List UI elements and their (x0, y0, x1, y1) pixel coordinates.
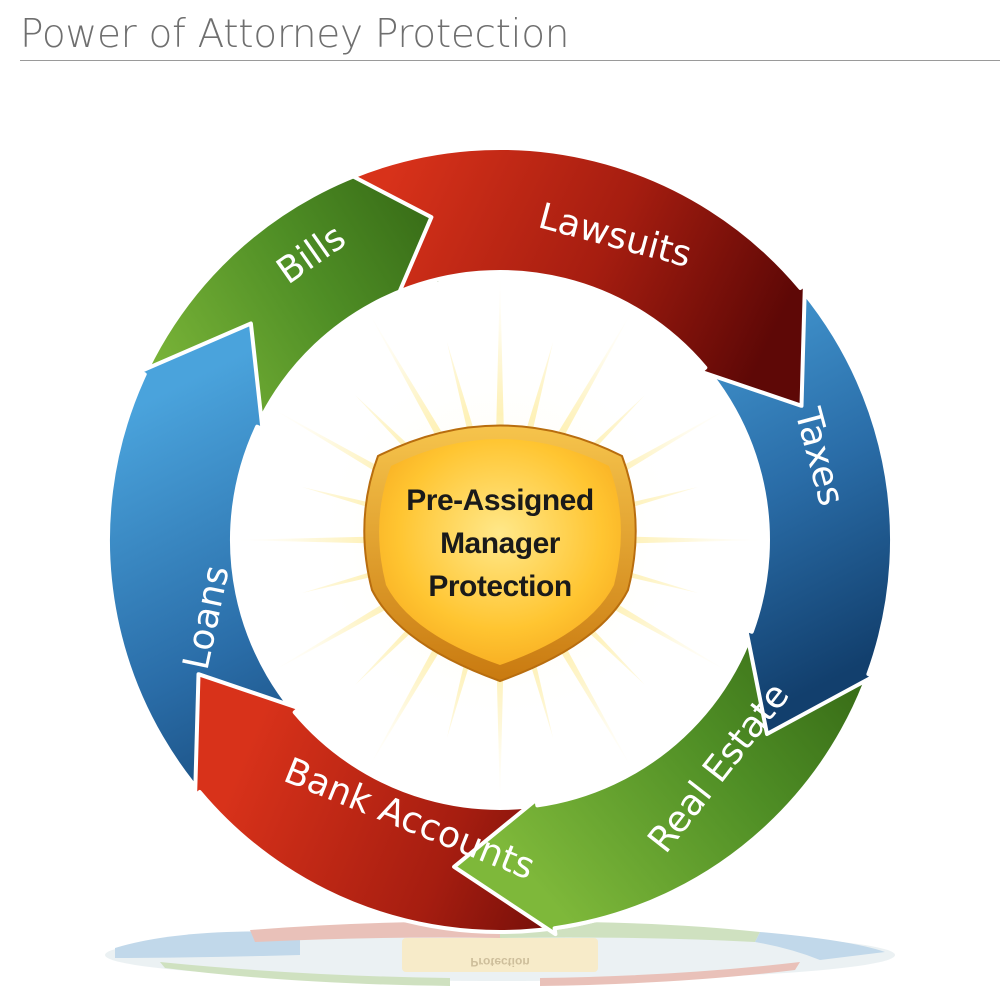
center-line-2: Manager (440, 527, 561, 560)
reflection: Protection (105, 921, 895, 986)
center-shield: Pre-Assigned Manager Protection (363, 424, 637, 683)
center-line-1: Pre-Assigned (406, 484, 593, 517)
reflection-text: Protection (470, 955, 529, 969)
arrow-lawsuits (351, 145, 807, 408)
title-bar: Power of Attorney Protection (20, 6, 1000, 61)
center-line-3: Protection (428, 570, 571, 603)
cycle-arrows (106, 145, 894, 937)
page-title: Power of Attorney Protection (20, 12, 570, 57)
